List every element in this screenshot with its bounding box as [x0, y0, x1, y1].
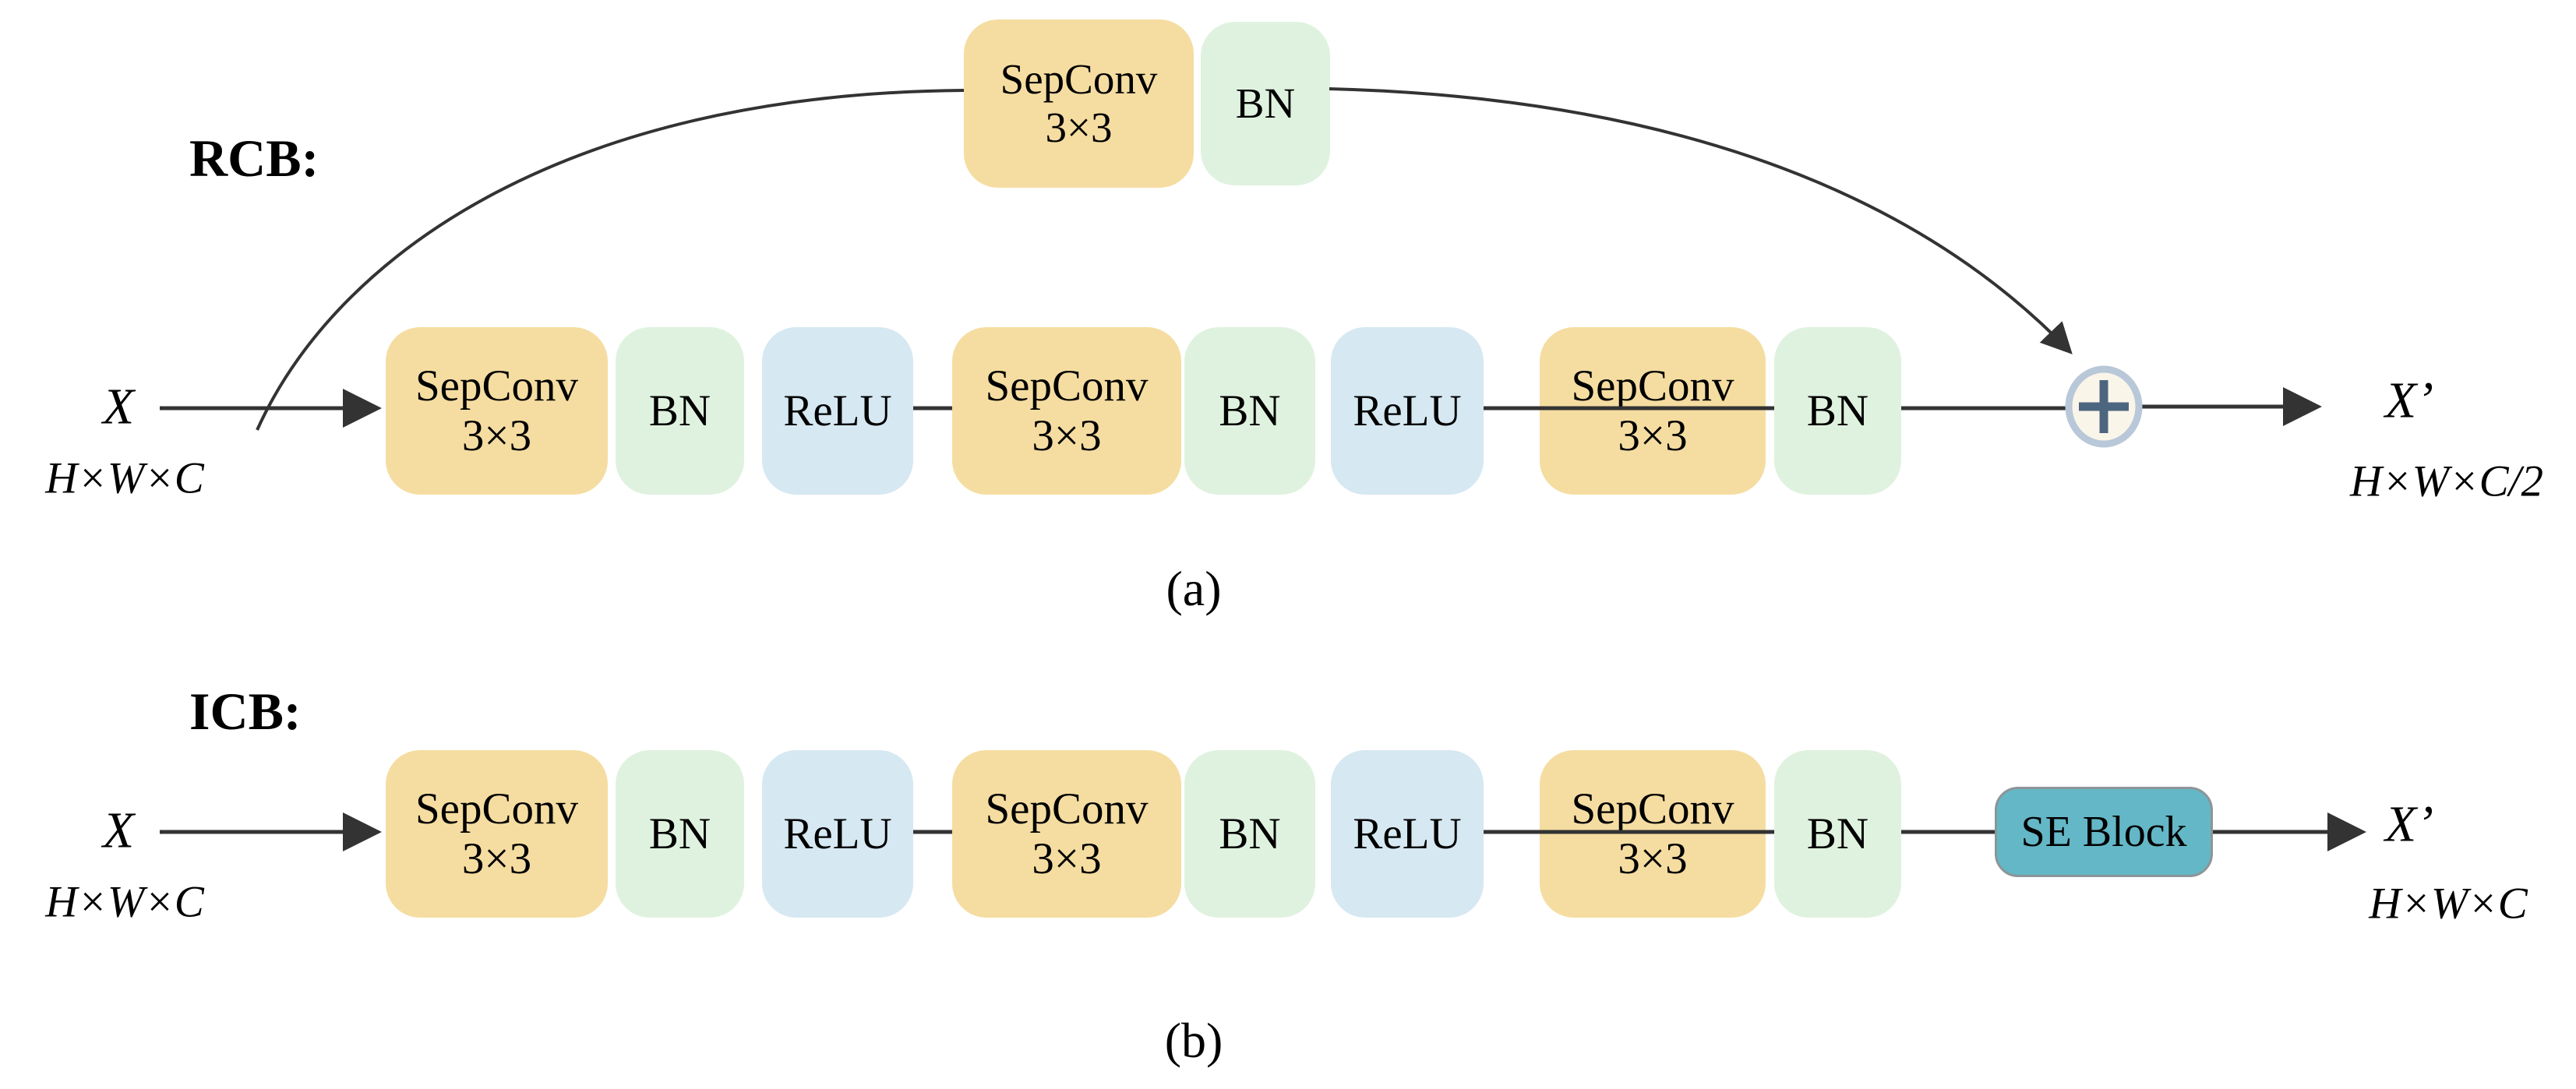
block-label: ReLU: [1353, 386, 1462, 435]
rcb-sepconv3-box: SepConv 3×3: [1540, 327, 1766, 495]
block-label: SepConv: [985, 361, 1149, 411]
block-label: SepConv: [415, 361, 579, 411]
block-label: SepConv: [415, 784, 579, 833]
icb-input-symbol: X: [102, 802, 135, 859]
icb-sepconv3-box: SepConv 3×3: [1540, 750, 1766, 918]
block-label: BN: [648, 809, 711, 858]
block-label: BN: [1235, 79, 1296, 127]
block-label: SepConv: [1571, 361, 1734, 411]
rcb-output-dims: H×W×C/2: [2350, 456, 2543, 506]
icb-bn2-box: BN: [1184, 750, 1315, 918]
rcb-output-symbol: X’: [2384, 372, 2434, 429]
add-icon-ring: [2065, 365, 2143, 448]
rcb-skip-curve-right: [1329, 87, 2073, 354]
icb-bn3-box: BN: [1774, 750, 1901, 918]
block-label: BN: [1806, 809, 1869, 858]
block-label: ReLU: [783, 809, 892, 858]
rcb-section-label: RCB:: [189, 129, 319, 188]
icb-bn1-box: BN: [616, 750, 744, 918]
rcb-relu1-box: ReLU: [762, 327, 913, 495]
block-sublabel: 3×3: [461, 411, 532, 460]
caption-b: (b): [1164, 1013, 1223, 1068]
rcb-input-dims: H×W×C: [45, 453, 204, 503]
block-label: BN: [1219, 809, 1281, 858]
block-label: ReLU: [783, 386, 892, 435]
block-label: BN: [1219, 386, 1281, 435]
block-label: BN: [1806, 386, 1869, 435]
icb-sepconv1-box: SepConv 3×3: [386, 750, 608, 918]
block-label: BN: [648, 386, 711, 435]
block-label: ReLU: [1353, 809, 1462, 858]
rcb-skip-sepconv-box: SepConv 3×3: [964, 19, 1194, 188]
caption-a: (a): [1166, 561, 1222, 616]
add-icon-plus: [2079, 380, 2129, 433]
icb-input-dims: H×W×C: [45, 877, 204, 927]
icb-output-symbol: X’: [2384, 795, 2434, 853]
rcb-input-symbol: X: [102, 378, 135, 435]
icb-relu2-box: ReLU: [1331, 750, 1484, 918]
block-sublabel: 3×3: [1045, 104, 1113, 151]
rcb-sepconv1-box: SepConv 3×3: [386, 327, 608, 495]
circled-plus-icon: [2065, 365, 2143, 448]
block-label: SE Block: [2020, 808, 2187, 856]
block-sublabel: 3×3: [1032, 833, 1102, 883]
block-sublabel: 3×3: [461, 833, 532, 883]
rcb-bn3-box: BN: [1774, 327, 1901, 495]
block-sublabel: 3×3: [1618, 411, 1688, 460]
block-sublabel: 3×3: [1032, 411, 1102, 460]
rcb-bn1-box: BN: [616, 327, 744, 495]
rcb-bn2-box: BN: [1184, 327, 1315, 495]
icb-sepconv2-box: SepConv 3×3: [952, 750, 1181, 918]
icb-relu1-box: ReLU: [762, 750, 913, 918]
block-sublabel: 3×3: [1618, 833, 1688, 883]
block-label: SepConv: [985, 784, 1149, 833]
rcb-relu2-box: ReLU: [1331, 327, 1484, 495]
icb-output-dims: H×W×C: [2369, 879, 2528, 929]
icb-se-block-box: SE Block: [1995, 787, 2213, 877]
block-label: SepConv: [1571, 784, 1734, 833]
block-label: SepConv: [1000, 55, 1158, 103]
icb-section-label: ICB:: [189, 682, 302, 741]
rcb-sepconv2-box: SepConv 3×3: [952, 327, 1181, 495]
rcb-skip-bn-box: BN: [1201, 22, 1330, 185]
